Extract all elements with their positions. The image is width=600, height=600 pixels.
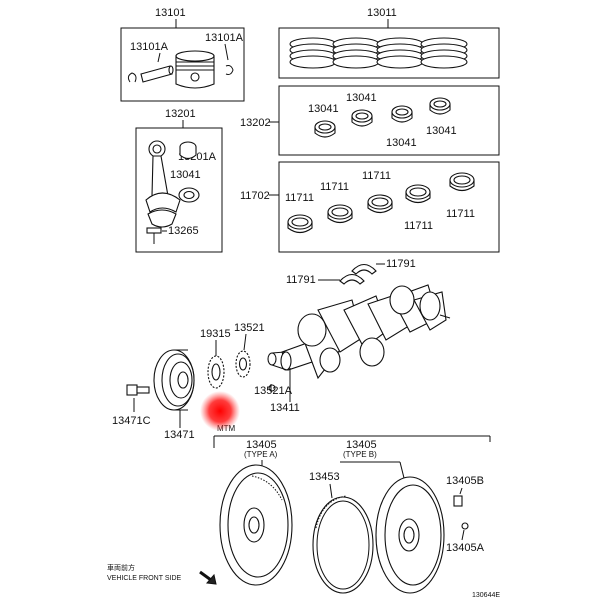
rod-bushing-part: [179, 141, 197, 160]
rod-bearing-shells: [314, 97, 451, 138]
label-11711-d: 11711: [404, 220, 433, 232]
piston-group: 13101 13101A 13101A: [120, 7, 245, 102]
thrust-washer-left: [339, 273, 365, 285]
arrow-icon: [199, 570, 217, 585]
figure-id: 130644E: [472, 592, 500, 599]
label-13101: 13101: [155, 7, 186, 19]
label-11791-b: 11791: [386, 258, 416, 270]
label-13201: 13201: [165, 108, 196, 120]
flywheel-type-b-part: [375, 476, 445, 594]
dowel-pin-13405B: [453, 495, 463, 507]
label-13521: 13521: [234, 322, 265, 334]
flywheel-type-a-part: [219, 464, 293, 586]
label-11711-b: 11711: [320, 181, 349, 193]
rod-bearing-part: [178, 187, 200, 203]
label-13405-b: 13405: [346, 439, 377, 451]
label-11711-a: 11711: [285, 192, 314, 204]
label-13041-b: 13041: [346, 92, 377, 104]
label-13041-d: 13041: [426, 125, 457, 137]
label-13521A: 13521A: [254, 385, 293, 397]
label-11702: 11702: [240, 190, 270, 202]
bearing-shell-2: [351, 109, 373, 127]
label-13405A: 13405A: [446, 542, 485, 554]
label-13041-c: 13041: [386, 137, 417, 149]
bearing-shell-3: [391, 105, 413, 123]
thrust-washer-right: [351, 263, 377, 275]
piston-part: [175, 50, 215, 89]
pulley-bolt-part: [126, 384, 150, 396]
flywheel-section: MTM 13405 (TYPE A) 13405 (TYPE B) 13453 …: [213, 424, 491, 594]
main-bearing-shells: [287, 172, 475, 234]
connecting-rod-group: 13201 13201A 13041 13265: [135, 108, 223, 253]
red-marker: [200, 391, 240, 431]
ring-gear-part: [312, 495, 374, 594]
thrust-washer-group: 11791 11791: [286, 258, 416, 286]
label-13101A-left: 13101A: [130, 41, 169, 53]
bearing-box-11702: [278, 161, 500, 253]
bearing-box-13202: [278, 85, 500, 156]
footer: 車両前方 VEHICLE FRONT SIDE 130644E: [107, 563, 500, 599]
main-bearing-set-group: 11702 11711 11711 11711 11711 11711: [240, 161, 500, 253]
label-13101A-right: 13101A: [205, 32, 244, 44]
label-13405-a: 13405: [246, 439, 277, 451]
label-13202: 13202: [240, 117, 271, 129]
label-11711-c: 11711: [362, 170, 391, 182]
bearing-shell-4: [429, 97, 451, 115]
bearing-shell-4: [405, 184, 431, 204]
bearing-shell-3: [367, 194, 393, 214]
ring-set-2: [332, 37, 380, 69]
connecting-rod-part: [145, 140, 181, 228]
ring-set-4: [420, 37, 468, 69]
label-11791-a: 11791: [286, 274, 316, 286]
rings-box: [278, 27, 500, 79]
ring-set-3: [376, 37, 424, 69]
label-13411: 13411: [270, 402, 300, 414]
bearing-shell-2: [327, 204, 353, 224]
piston-rings-group: 13011: [278, 7, 500, 79]
front-parts-group: 19315 13521 13521A 13411 13471C 13471: [112, 322, 300, 441]
ring-set-1: [289, 37, 337, 69]
front-side-label-en: VEHICLE FRONT SIDE: [107, 575, 181, 582]
label-13405B: 13405B: [446, 475, 484, 487]
dowel-pin-13405A: [461, 522, 469, 530]
snap-ring-right: [225, 65, 234, 75]
bearing-shell-1: [287, 214, 313, 234]
label-13471C: 13471C: [112, 415, 151, 427]
crankshaft-part: [267, 284, 451, 392]
timing-sensor-plate-part: [207, 355, 225, 389]
label-type-b: (TYPE B): [343, 450, 377, 459]
label-13011: 13011: [367, 7, 397, 19]
bearing-shell-1: [314, 120, 336, 138]
snap-ring-left: [127, 72, 137, 83]
rod-bearing-set-group: 13202 13041 13041 13041 13041: [240, 85, 500, 156]
label-11711-e: 11711: [446, 208, 475, 220]
front-side-label-jp: 車両前方: [107, 563, 135, 572]
rod-box: [135, 127, 223, 253]
crank-pulley-part: [153, 349, 195, 411]
label-13453: 13453: [309, 471, 340, 483]
label-13471: 13471: [164, 429, 195, 441]
ring-sets: [289, 37, 468, 69]
bearing-shell-5: [449, 172, 475, 192]
crank-sprocket-part: [235, 350, 251, 378]
label-13041-a: 13041: [308, 103, 339, 115]
label-13265: 13265: [168, 225, 199, 237]
label-type-a: (TYPE A): [244, 450, 278, 459]
piston-pin-part: [140, 65, 174, 83]
piston-box: [120, 27, 245, 102]
label-13041-rod: 13041: [170, 169, 201, 181]
label-19315: 19315: [200, 328, 231, 340]
rod-bolt-part: [146, 227, 167, 244]
